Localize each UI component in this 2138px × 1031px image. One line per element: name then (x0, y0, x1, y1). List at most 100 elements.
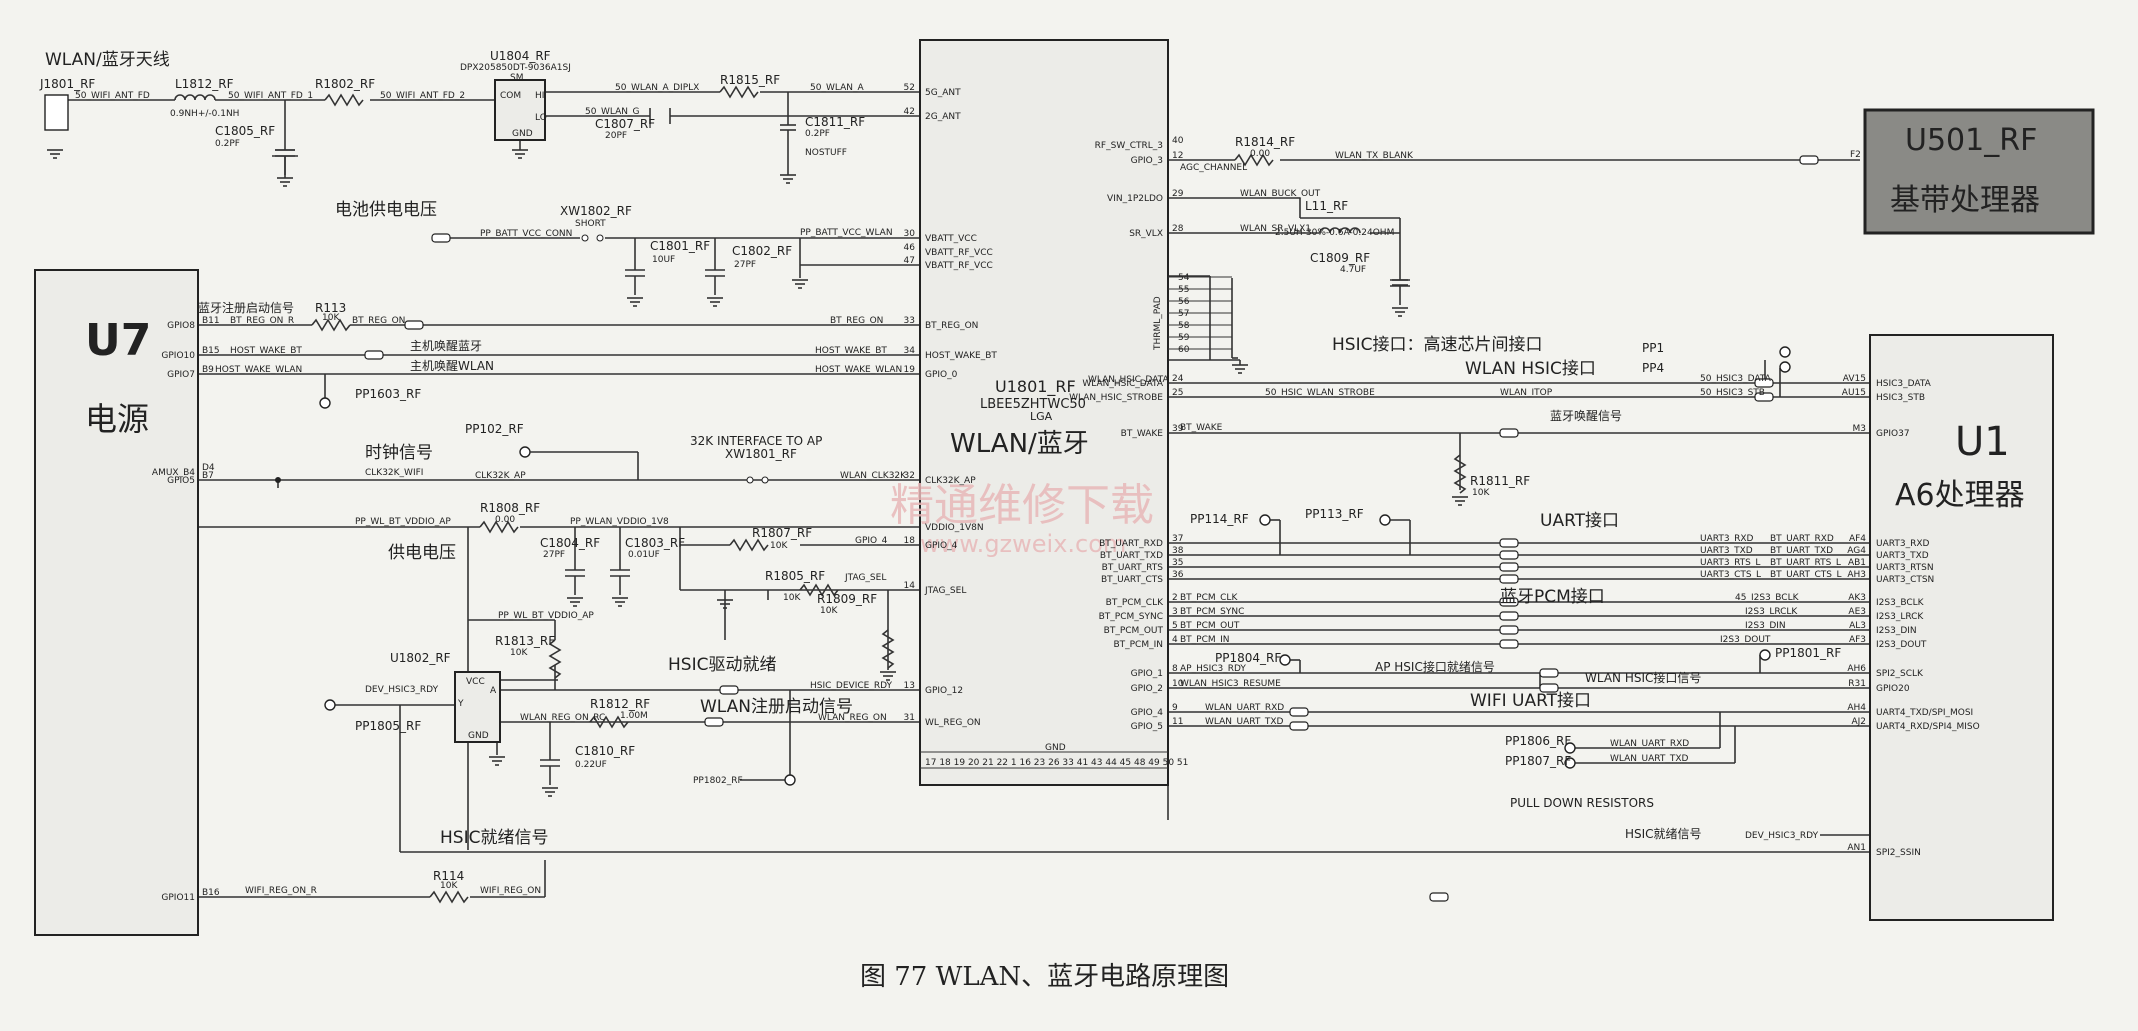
label-pp1801: PP1801_RF (1775, 646, 1841, 660)
u1801-right-num: 3 (1172, 607, 1178, 617)
net-uart3-txd: UART3_TXD (1700, 546, 1753, 556)
u7-pin-label: GPIO5 (167, 476, 195, 486)
label-xw1801: XW1801_RF (725, 447, 797, 461)
u1-pin-label: SPI2_SSIN (1876, 848, 1921, 858)
testpoint-pp4 (1779, 361, 1791, 373)
label-bt-pcm: 蓝牙PCM接口 (1500, 587, 1605, 607)
label-u1801-ref: U1801_RF (995, 377, 1076, 397)
label-antenna: WLAN/蓝牙天线 (45, 50, 170, 70)
label-r113: R113 (315, 301, 346, 315)
u1804-pin: COM (500, 91, 521, 101)
label-r114: R114 (433, 869, 464, 883)
net-ant-fd2: 50_WIFI_ANT_FD_2 (380, 91, 465, 101)
u1801-left-pin: VBATT_VCC (925, 234, 977, 244)
u1801-left-pin: GPIO_0 (925, 370, 958, 380)
u1-ball-label: AE3 (1848, 607, 1866, 617)
u1801-right-num: 39 (1172, 424, 1184, 434)
u1801-left-num: 30 (904, 229, 916, 239)
label-u7-ref: U7 (85, 315, 151, 366)
net-host-wake-wlan-2: HOST_WAKE_WLAN (815, 365, 902, 375)
label-hsic-iface: HSIC接口：高速芯片间接口 (1332, 335, 1542, 355)
u1801-right-num: 10 (1172, 679, 1184, 689)
u1-ball-label: M3 (1853, 424, 1867, 434)
u7-ball-label: B11 (202, 316, 220, 326)
label-nostuff: NOSTUFF (805, 148, 847, 158)
labels: WLAN/蓝牙天线 J1801_RF L1812_RF 0.9NH+/-0.1N… (39, 49, 2040, 992)
net-flag-uart (1499, 562, 1519, 572)
wires (68, 91, 1871, 898)
net-host-wake-bt-2: HOST_WAKE_BT (815, 346, 887, 356)
net-wlan-clk32k: WLAN_CLK32K (840, 471, 907, 481)
net-wifi-reg-on-r: WIFI_REG_ON_R (245, 886, 317, 896)
u1801-right-pin: GPIO_5 (1131, 722, 1163, 732)
inductor-l1812 (174, 94, 216, 101)
net-hsic3-data: 50_HSIC3_DATA (1700, 374, 1772, 384)
u1801-right-num: 37 (1172, 534, 1183, 544)
label-battery: 电池供电电压 (335, 200, 437, 220)
net-dev-hsic3-rdy2: DEV_HSIC3_RDY (1745, 831, 1819, 841)
testpoint-pp1806 (1564, 742, 1576, 754)
net-ant-fd: 50_WIFI_ANT_FD (75, 91, 150, 101)
testpoint-pp1804 (1279, 654, 1291, 666)
u1801-left-num: 31 (904, 713, 915, 723)
u1801-right-pin: VIN_1P2LDO (1107, 194, 1163, 204)
label-r1809-v: 10K (820, 606, 838, 616)
u7-ball-label: D4 (202, 463, 215, 473)
net-pcm-out: BT_PCM_OUT (1180, 621, 1240, 631)
u1-pin-label: I2S3_DIN (1876, 626, 1917, 636)
testpoint-pp113 (1379, 514, 1391, 526)
u1801-right-pin: BT_PCM_SYNC (1099, 612, 1163, 622)
net-wlan-uart-rxd: WLAN_UART_RXD (1205, 703, 1284, 713)
chip-u1802 (454, 671, 501, 743)
net-pcm-clk: BT_PCM_CLK (1180, 593, 1238, 603)
u1801-right-num: 12 (1172, 151, 1183, 161)
u1801-left-pin: 2G_ANT (925, 112, 961, 122)
net-flag-hsic3-data (1754, 378, 1774, 388)
u1801-right-pin: BT_UART_RTS (1102, 563, 1164, 573)
u7-pin-label: GPIO11 (161, 893, 195, 903)
label-wifi-uart: WIFI UART接口 (1470, 691, 1591, 711)
label-pp4: PP4 (1642, 361, 1664, 375)
u1-ball-label: AV15 (1843, 374, 1866, 384)
u1-pin-label: I2S3_DOUT (1876, 640, 1927, 650)
net-host-wake-bt: HOST_WAKE_BT (230, 346, 302, 356)
label-r1808-v: 0.00 (495, 515, 515, 525)
u1801-left-pin: 5G_ANT (925, 88, 961, 98)
net-batt: PP_BATT_VCC_CONN (480, 229, 572, 239)
u1802-pin: GND (468, 731, 489, 741)
testpoint-pp114 (1259, 514, 1271, 526)
label-u7-name: 电源 (85, 400, 149, 438)
resistor-r1811 (1453, 454, 1467, 494)
label-u1801-part: LBEE5ZHTWC50 (980, 397, 1086, 412)
u1-pin-label: SPI2_SCLK (1876, 669, 1924, 679)
resistor-r113 (311, 318, 351, 332)
resistor-r1812 (589, 715, 629, 729)
u1801-right-pin: BT_PCM_IN (1113, 640, 1163, 650)
label-bt-reg: 蓝牙注册启动信号 (198, 300, 294, 315)
label-host-wake-wlan: 主机唤醒WLAN (410, 359, 494, 373)
net-hsic-data-l: WLAN_HSIC_DATA (1088, 375, 1169, 385)
u1801-right-num: 2 (1172, 593, 1178, 603)
u1801-right-pin: BT_UART_TXD (1100, 551, 1163, 561)
net-flag-wlan-reg-on (704, 717, 724, 727)
net-gpio4: GPIO_4 (855, 536, 888, 546)
label-u1804-pkg: SM (510, 73, 523, 83)
net-wlan-uart-txd: WLAN_UART_TXD (1205, 717, 1284, 727)
passives (44, 85, 1819, 904)
net-tx-blank: WLAN_TX_BLANK (1335, 151, 1414, 161)
label-u1804-part: DPX205850DT-9036A1SJ (460, 63, 571, 73)
resistor-r1815 (719, 85, 759, 99)
net-lrclk: I2S3_LRCLK (1745, 607, 1798, 617)
label-r113-v: 10K (322, 313, 340, 323)
label-pp1806: PP1806_RF (1505, 734, 1571, 748)
label-l1812-v: 0.9NH+/-0.1NH (170, 109, 239, 119)
label-c1809: C1809_RF (1310, 251, 1370, 265)
label-pp1: PP1 (1642, 341, 1664, 355)
net-wlan-g: 50_WLAN_G (585, 107, 639, 117)
label-r1808: R1808_RF (480, 501, 540, 515)
net-flag-uart (1499, 550, 1519, 560)
label-pp1802: PP1802_RF (693, 776, 743, 786)
label-clock: 时钟信号 (365, 443, 433, 463)
net-wlan-uart-rxd-2: WLAN_UART_RXD (1610, 739, 1689, 749)
net-vlx1: WLAN_SR_VLX1 (1240, 224, 1311, 234)
